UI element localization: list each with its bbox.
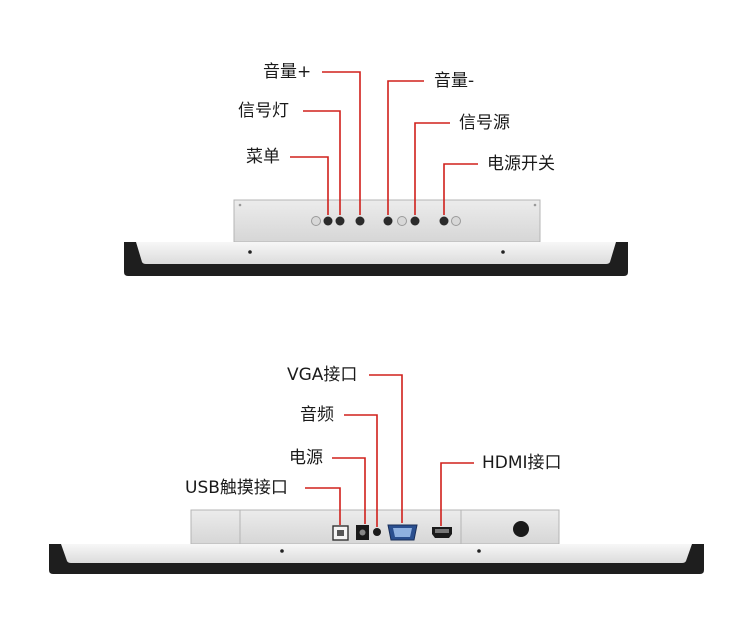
screw-icon <box>238 203 242 207</box>
label-audio: 音频 <box>300 405 334 425</box>
leader-line-audio <box>344 414 378 527</box>
leader-line-menu <box>290 156 329 215</box>
label-power-switch: 电源开关 <box>487 154 555 174</box>
screw-icon <box>501 250 505 254</box>
leader-line-power <box>332 457 366 524</box>
label-signal-source: 信号源 <box>459 113 510 133</box>
blank-button-icon <box>451 216 461 226</box>
leader-line-signal-light <box>303 110 341 215</box>
label-power: 电源 <box>289 448 323 468</box>
blank-button-icon <box>397 216 407 226</box>
bottom-bezel-face <box>61 544 692 563</box>
label-usb-touch-port: USB触摸接口 <box>185 478 288 498</box>
leader-line-vga <box>369 374 403 523</box>
label-menu: 菜单 <box>246 147 280 167</box>
label-volume-down: 音量- <box>434 71 475 91</box>
blank-button-icon <box>311 216 321 226</box>
audio-jack-icon <box>373 528 381 536</box>
volume-down-button-icon <box>383 216 393 226</box>
label-vga-port: VGA接口 <box>287 365 358 385</box>
label-signal-light: 信号灯 <box>238 101 289 121</box>
label-hdmi-port: HDMI接口 <box>482 453 562 473</box>
bottom-port-panel <box>190 509 560 545</box>
bottom-leader-lines <box>305 374 474 527</box>
signal-light-icon <box>335 216 345 226</box>
volume-up-button-icon <box>355 216 365 226</box>
leader-line-hdmi <box>440 462 474 526</box>
screw-icon <box>248 250 252 254</box>
leader-line-usb <box>305 487 341 525</box>
leader-line-power-switch <box>443 163 478 215</box>
usb-b-port-inner <box>337 530 344 536</box>
screw-icon <box>280 549 284 553</box>
bottom-monitor-side-view <box>49 509 704 574</box>
top-bezel-face <box>136 242 616 264</box>
signal-source-button-icon <box>410 216 420 226</box>
power-switch-button-icon <box>439 216 449 226</box>
top-leader-lines <box>290 71 478 215</box>
label-volume-up: 音量+ <box>263 62 312 82</box>
screw-icon <box>533 203 537 207</box>
hdmi-port-inner <box>435 529 449 533</box>
leader-line-volume-up <box>322 71 361 215</box>
menu-button-icon <box>323 216 333 226</box>
dc-power-jack-pin <box>359 529 366 536</box>
round-connector-icon <box>513 521 529 537</box>
top-monitor-side-view <box>124 199 628 276</box>
leader-line-volume-down <box>387 80 424 215</box>
leader-line-signal-source <box>414 122 450 215</box>
vga-port-inner <box>393 528 412 537</box>
screw-icon <box>477 549 481 553</box>
